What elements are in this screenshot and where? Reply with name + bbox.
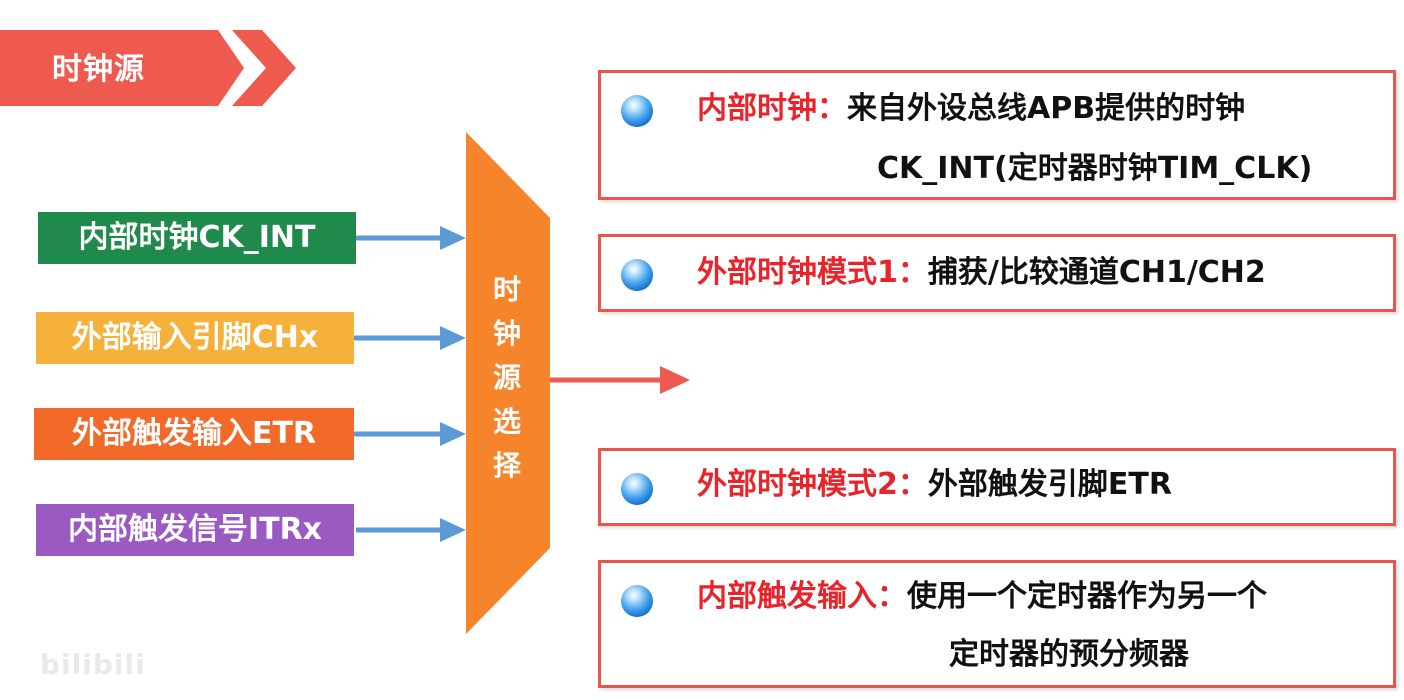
output-arrow — [550, 366, 690, 394]
mode-line: 外部时钟模式1：捕获/比较通道CH1/CH2 — [697, 253, 1266, 293]
selector-char: 选 — [492, 405, 521, 438]
selector-char: 源 — [492, 361, 521, 394]
mode-box-external-mode1: 外部时钟模式1：捕获/比较通道CH1/CH2 — [598, 234, 1396, 312]
mode-desc-line2: 定时器的预分频器 — [949, 637, 1189, 672]
mode-desc: 外部触发引脚ETR — [927, 467, 1172, 502]
input-arrow-4 — [356, 518, 466, 542]
source-external-input-pin: 外部输入引脚CHx — [36, 312, 354, 364]
mode-line: 内部时钟：来自外设总线APB提供的时钟 — [697, 89, 1245, 129]
bullet-icon — [621, 95, 653, 127]
input-arrow-2 — [354, 326, 466, 350]
clock-source-selector — [466, 132, 550, 634]
source-external-trigger: 外部触发输入ETR — [34, 408, 354, 460]
bullet-icon — [621, 473, 653, 505]
mode-desc: 捕获/比较通道CH1/CH2 — [927, 255, 1266, 290]
banner-chevron — [232, 30, 296, 106]
bullet-icon — [621, 259, 653, 291]
source-internal-clock: 内部时钟CK_INT — [38, 212, 356, 264]
mode-title: 内部触发输入： — [697, 579, 907, 614]
mode-title: 内部时钟： — [697, 91, 847, 126]
mode-box-internal-trigger: 内部触发输入：使用一个定时器作为另一个 定时器的预分频器 — [598, 560, 1396, 688]
selector-label: 时 钟 源 选 择 — [487, 268, 527, 488]
selector-char: 择 — [492, 449, 521, 482]
bullet-icon — [621, 585, 653, 617]
input-arrow-3 — [354, 422, 466, 446]
mode-title: 外部时钟模式1： — [697, 255, 928, 290]
mode-desc: 使用一个定时器作为另一个 — [907, 579, 1267, 614]
banner-shape — [0, 30, 244, 106]
input-arrow-1 — [356, 226, 466, 250]
banner-title: 时钟源 — [52, 52, 145, 87]
mode-line: 外部时钟模式2：外部触发引脚ETR — [697, 465, 1172, 505]
source-internal-trigger: 内部触发信号ITRx — [36, 504, 354, 556]
mode-desc-line2: CK_INT(定时器时钟TIM_CLK) — [877, 151, 1313, 186]
mode-box-external-mode2: 外部时钟模式2：外部触发引脚ETR — [598, 448, 1396, 526]
mode-desc: 来自外设总线APB提供的时钟 — [847, 91, 1246, 126]
mode-line: 内部触发输入：使用一个定时器作为另一个 — [697, 577, 1267, 617]
mode-box-internal-clock: 内部时钟：来自外设总线APB提供的时钟 CK_INT(定时器时钟TIM_CLK) — [598, 70, 1396, 200]
mode-title: 外部时钟模式2： — [697, 467, 928, 502]
selector-char: 钟 — [492, 317, 521, 350]
selector-char: 时 — [492, 273, 521, 306]
watermark: bilibili — [40, 648, 146, 681]
